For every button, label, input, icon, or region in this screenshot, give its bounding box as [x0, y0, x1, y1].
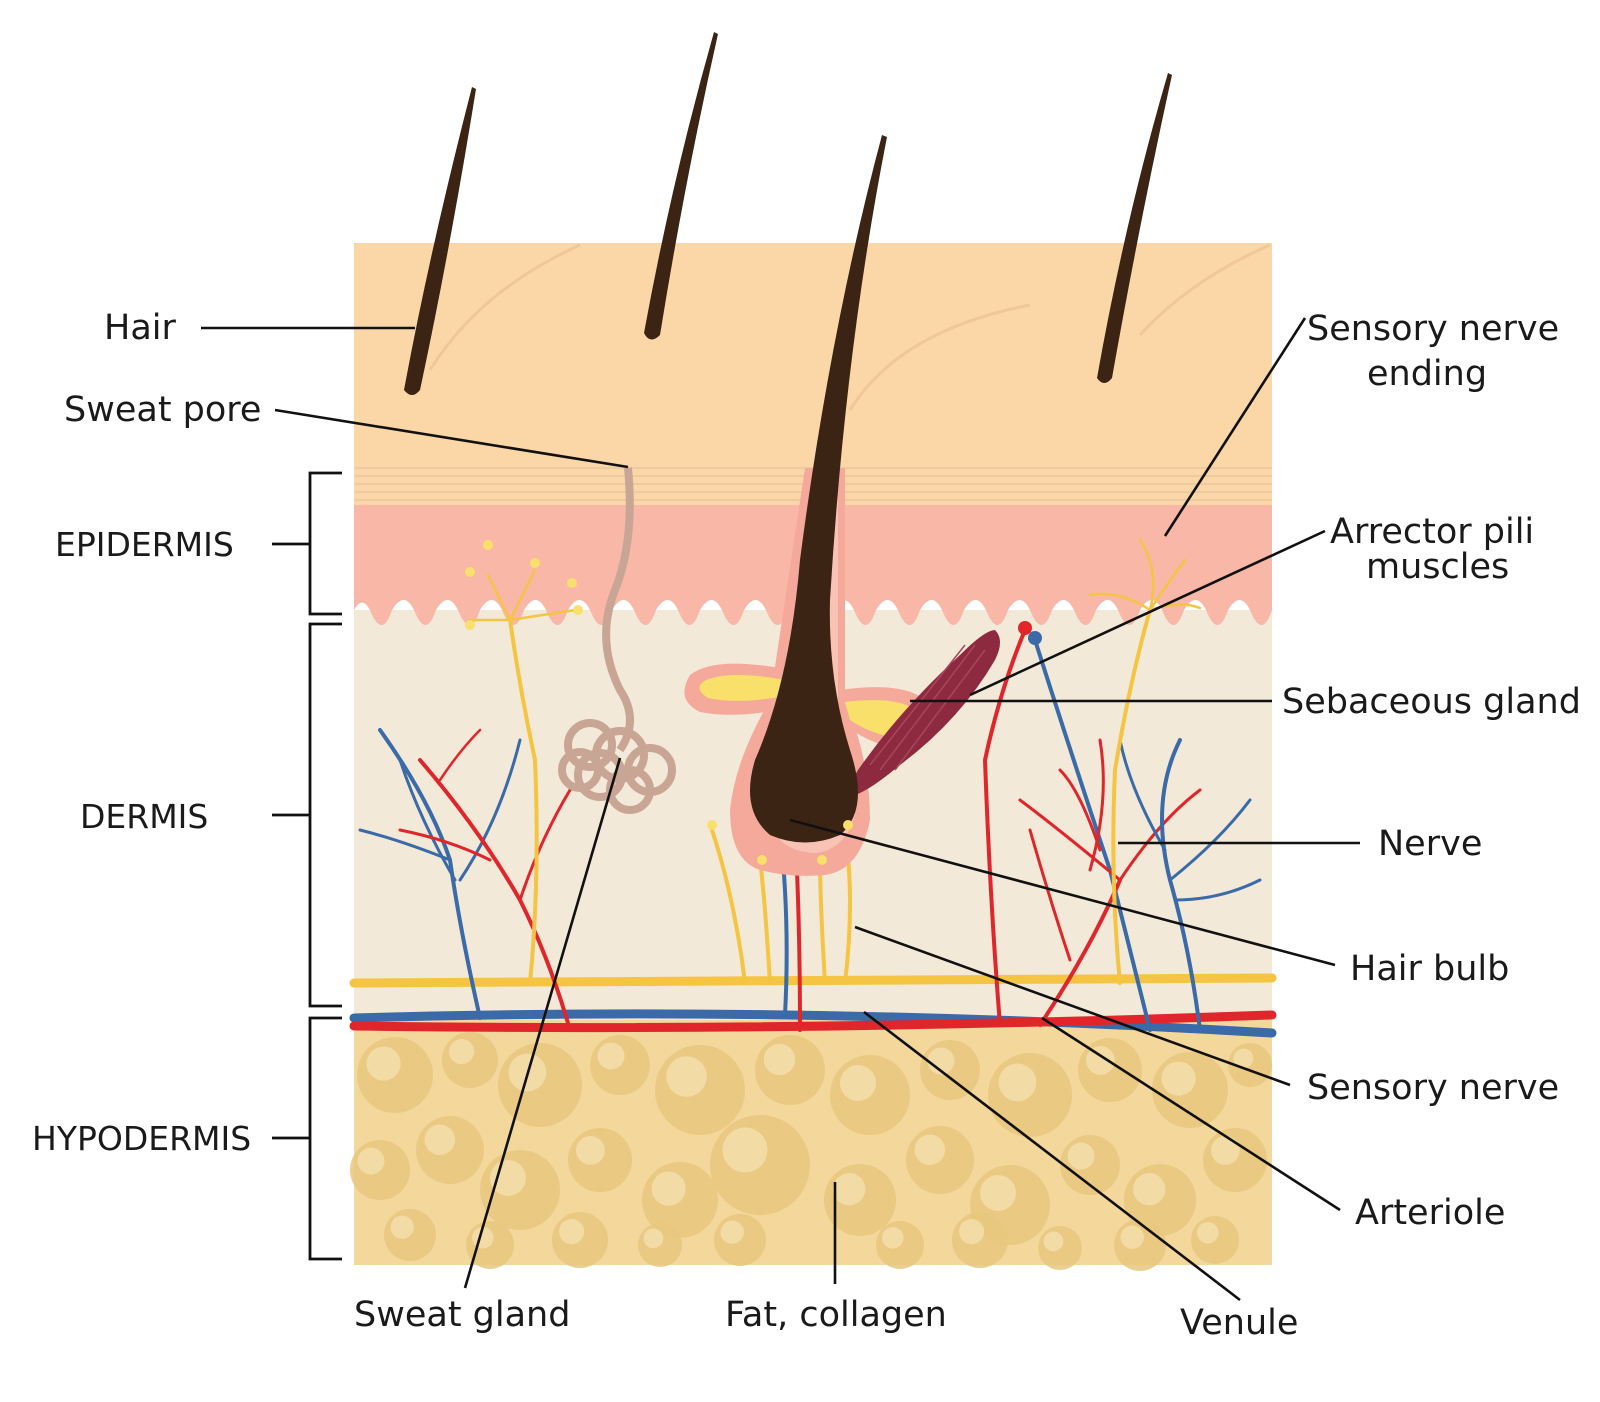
- fat-globule-highlight: [449, 1039, 475, 1065]
- dermis-bracket: [272, 622, 342, 1008]
- fat-globule-highlight: [1086, 1046, 1115, 1075]
- label-sweat-pore: Sweat pore: [64, 390, 261, 430]
- fat-globule-highlight: [722, 1127, 768, 1173]
- fat-globule-highlight: [1043, 1231, 1064, 1252]
- hair-main: [750, 135, 887, 843]
- leader-venule: [863, 1010, 1241, 1302]
- label-sensory-nerve-ending-line1: Sensory nerve: [1307, 309, 1559, 349]
- horizontal-nerve: [349, 973, 1277, 988]
- fat-globule-highlight: [597, 1042, 625, 1070]
- fat-globule-highlight: [559, 1219, 585, 1245]
- fat-globule-highlight: [914, 1134, 946, 1166]
- fat-globule-highlight: [980, 1175, 1016, 1211]
- label-dermis: DERMIS: [80, 797, 208, 836]
- fat-globule-highlight: [882, 1227, 904, 1249]
- leader-sweat-pore: [274, 408, 629, 469]
- fat-globule-highlight: [390, 1215, 414, 1239]
- fat-globule-highlight: [840, 1065, 876, 1101]
- hair-strand-1: [404, 87, 476, 395]
- label-fat-collagen: Fat, collagen: [725, 1295, 947, 1335]
- label-arrector-pili-line1: Arrector pili: [1330, 512, 1534, 552]
- fat-globule-highlight: [1197, 1222, 1219, 1244]
- leader-hair-bulb: [789, 818, 1336, 967]
- leader-sensory-nerve-ending: [1163, 317, 1307, 537]
- hairs: [404, 32, 1172, 843]
- follicle-vessels: [710, 628, 1202, 1032]
- vessels-and-nerves: [349, 538, 1277, 1038]
- horizontal-venule: [349, 1009, 1277, 1038]
- fat-globule-highlight: [643, 1228, 664, 1249]
- bulb-dots: [707, 820, 853, 865]
- label-epidermis: EPIDERMIS: [55, 525, 234, 564]
- label-sweat-gland: Sweat gland: [354, 1295, 570, 1335]
- layer-brackets: [272, 471, 342, 1261]
- fat-globule-highlight: [1233, 1048, 1254, 1069]
- leader-sweat-gland: [463, 757, 622, 1289]
- leader-sensory-nerve: [854, 925, 1291, 1087]
- epidermis-bracket: [272, 471, 342, 616]
- leader-lines: [201, 317, 1360, 1302]
- skin-surface: [354, 243, 1272, 505]
- fat-globule-highlight: [666, 1056, 707, 1097]
- callout-labels: Hair Sweat pore Sensory nerve ending Arr…: [32, 308, 1581, 1343]
- fat-globule-highlight: [998, 1063, 1037, 1102]
- label-venule: Venule: [1180, 1303, 1298, 1343]
- hair-strand-3: [1097, 73, 1172, 383]
- arrector-pili-muscle: [852, 630, 1000, 795]
- leader-arrector-pili: [969, 529, 1326, 697]
- label-hair: Hair: [104, 308, 176, 348]
- fat-globule-highlight: [959, 1219, 985, 1245]
- fat-globule-highlight: [424, 1124, 456, 1156]
- label-sensory-nerve: Sensory nerve: [1307, 1068, 1559, 1108]
- fat-globule-highlight: [1161, 1061, 1196, 1096]
- label-arrector-pili-line2: muscles: [1366, 547, 1509, 587]
- fat-globule-highlight: [927, 1047, 955, 1075]
- fat-globule-highlight: [490, 1160, 526, 1196]
- label-sebaceous-gland: Sebaceous gland: [1282, 682, 1581, 722]
- fat-globule-highlight: [366, 1046, 401, 1081]
- left-vessel-tree: [358, 568, 577, 1032]
- right-vessel-tree: [1018, 538, 1262, 1032]
- hair-strand-2: [644, 32, 718, 340]
- hypodermis-bracket: [272, 1016, 342, 1261]
- capillary-loop-red: [1018, 621, 1032, 635]
- label-hypodermis: HYPODERMIS: [32, 1119, 251, 1158]
- surface-texture: [428, 243, 1271, 411]
- leader-arteriole: [1041, 1016, 1341, 1212]
- fat-globule-highlight: [1120, 1225, 1144, 1249]
- horizontal-arteriole: [349, 1010, 1277, 1033]
- fat-globule-highlight: [576, 1136, 605, 1165]
- label-sensory-nerve-ending-line2: ending: [1367, 354, 1487, 394]
- fat-globule-highlight: [833, 1173, 866, 1206]
- fat-globule-highlight: [1211, 1136, 1240, 1165]
- fat-globule-highlight: [357, 1147, 385, 1175]
- sebaceous-gland-left-inner: [699, 675, 790, 701]
- fat-globule-highlight: [763, 1043, 796, 1076]
- label-nerve: Nerve: [1378, 824, 1482, 864]
- label-hair-bulb: Hair bulb: [1350, 949, 1509, 989]
- nerve-ending-dots: [465, 540, 583, 630]
- fat-globule-highlight: [1133, 1173, 1166, 1206]
- fat-globules: [350, 1032, 1272, 1271]
- fat-globule-highlight: [651, 1171, 686, 1206]
- capillary-loop-blue: [1028, 631, 1042, 645]
- fat-globule-highlight: [1067, 1142, 1095, 1170]
- fat-globule-highlight: [720, 1220, 744, 1244]
- label-arteriole: Arteriole: [1355, 1193, 1505, 1233]
